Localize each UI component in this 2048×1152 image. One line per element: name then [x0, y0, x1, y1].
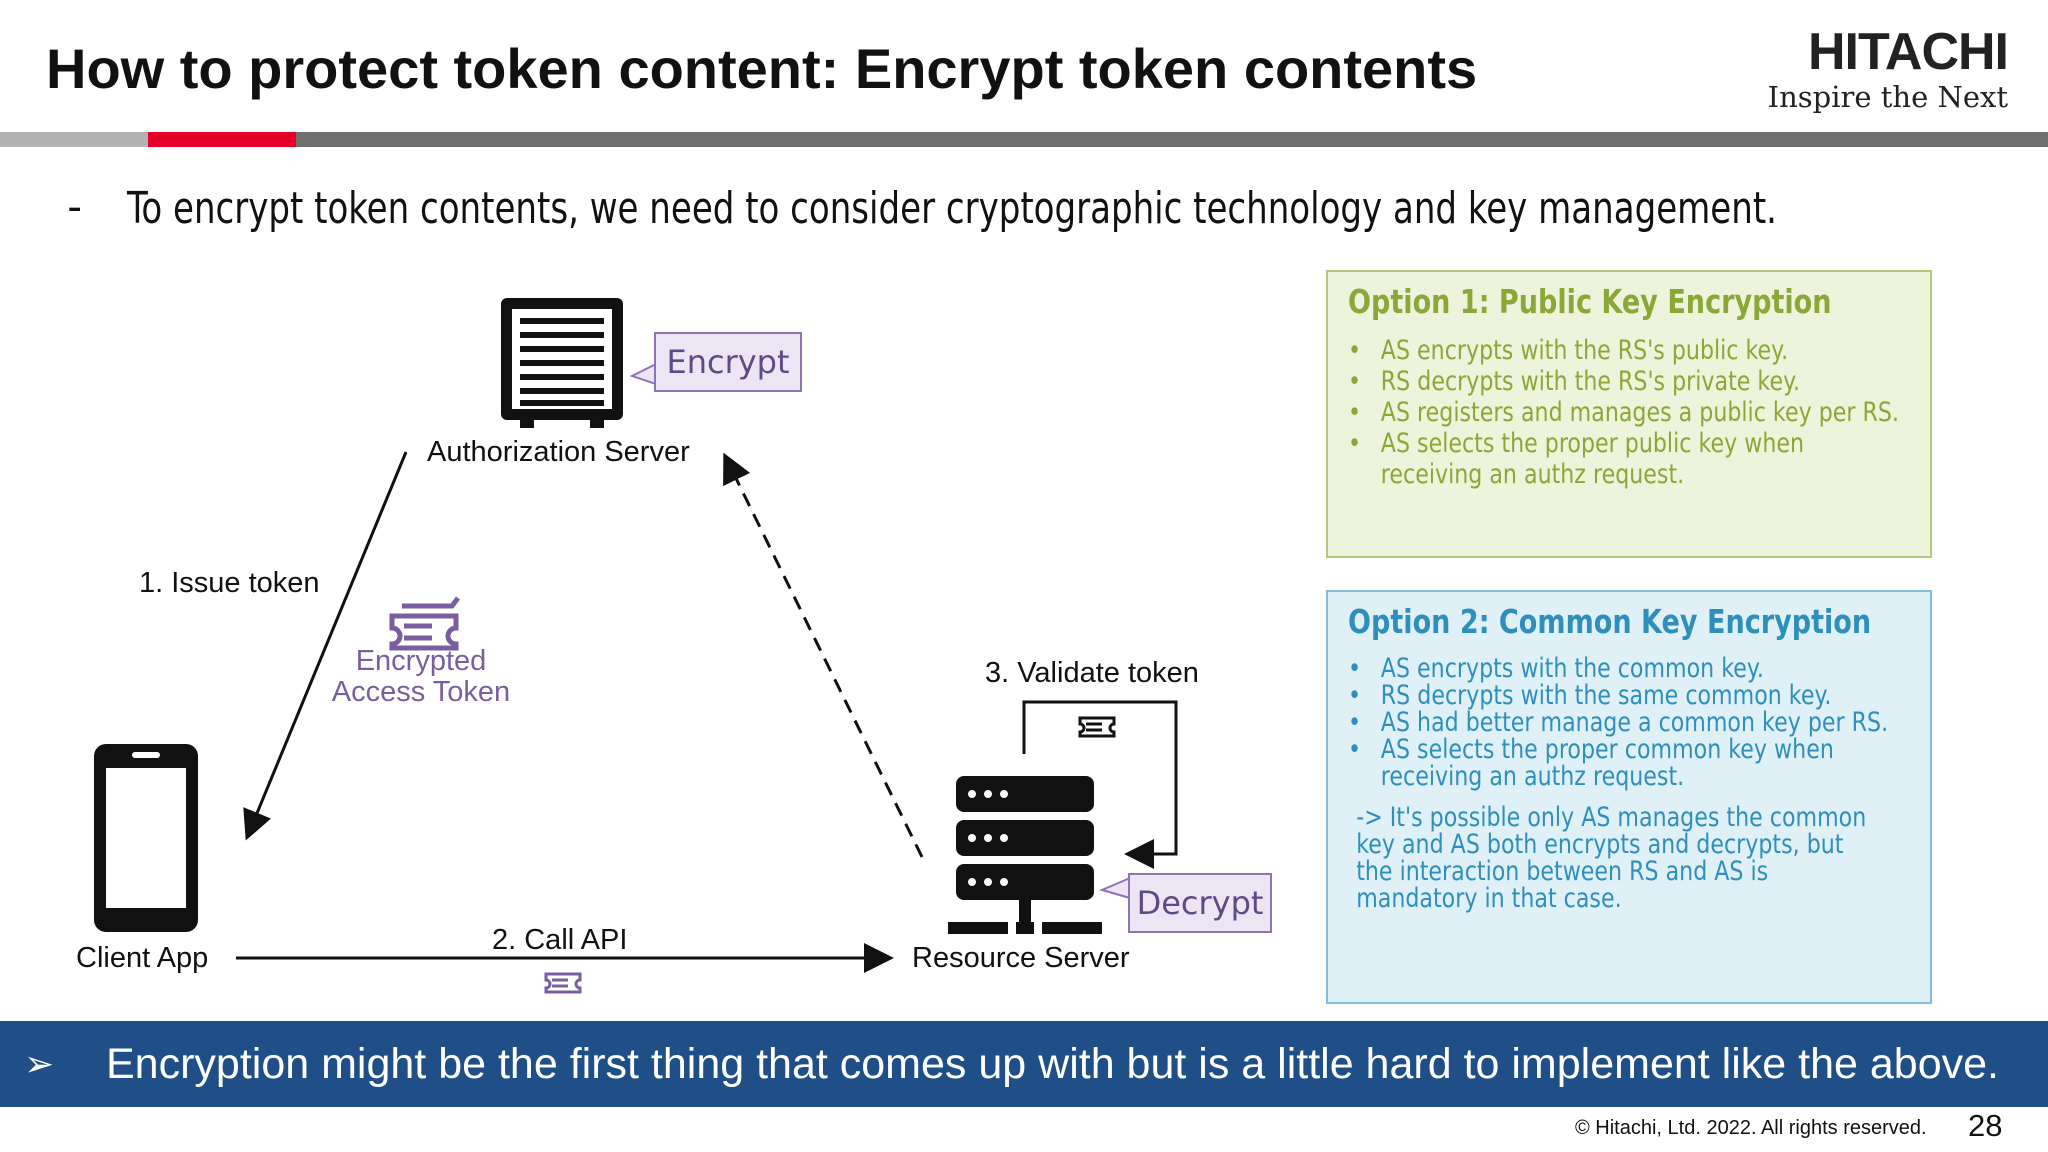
copyright: © Hitachi, Ltd. 2022. All rights reserve…	[1575, 1117, 1927, 1139]
encrypted-token-label-line2: Access Token	[331, 676, 511, 708]
header-rule-accent	[148, 132, 296, 147]
token-icon-validate	[1078, 716, 1116, 738]
option2-item: RS decrypts with the same common key.	[1348, 682, 1906, 709]
option1-item: AS registers and manages a public key pe…	[1348, 397, 1906, 428]
bullet-text: To encrypt token contents, we need to co…	[127, 183, 1778, 234]
option1-item: RS decrypts with the RS's private key.	[1348, 366, 1906, 397]
option2-box: Option 2: Common Key Encryption AS encry…	[1326, 590, 1932, 1004]
client-app-phone-icon	[94, 744, 198, 932]
validate-token-label: 3. Validate token	[985, 657, 1199, 689]
decrypt-callout-tail	[1099, 877, 1131, 899]
encrypted-token-label-line1: Encrypted	[355, 645, 487, 677]
option2-item: AS had better manage a common key per RS…	[1348, 709, 1906, 736]
option1-title: Option 1: Public Key Encryption	[1348, 282, 1832, 321]
option2-item: AS selects the proper common key when re…	[1348, 736, 1906, 790]
option2-list: AS encrypts with the common key. RS decr…	[1348, 655, 1910, 790]
logo-tagline: Inspire the Next	[1767, 80, 2008, 114]
encrypted-token-label: Encrypted Access Token	[316, 646, 526, 708]
resource-server-icon	[948, 776, 1102, 934]
option1-box: Option 1: Public Key Encryption AS encry…	[1326, 270, 1932, 558]
issue-token-label: 1. Issue token	[139, 567, 320, 599]
option2-item: AS encrypts with the common key.	[1348, 655, 1906, 682]
header-rule-light	[0, 132, 148, 147]
option1-list: AS encrypts with the RS's public key. RS…	[1348, 335, 1910, 490]
token-icon-call-api	[544, 972, 582, 994]
call-api-label: 2. Call API	[492, 924, 628, 956]
authorization-server-label: Authorization Server	[427, 436, 690, 468]
banner-text: Encryption might be the first thing that…	[106, 1039, 1999, 1088]
option2-title: Option 2: Common Key Encryption	[1348, 602, 1872, 641]
encrypted-token-icon	[389, 596, 460, 651]
encrypt-callout-tail	[629, 363, 657, 385]
encrypt-callout: Encrypt	[654, 332, 802, 392]
authorization-server-icon	[501, 298, 623, 428]
option1-item: AS selects the proper public key when re…	[1348, 428, 1906, 490]
introspection-arrow	[723, 452, 924, 858]
arrow-bullet-icon: ➢	[24, 1043, 55, 1084]
logo-word: HITACHI	[1807, 23, 2009, 81]
validate-loop-arrow	[1022, 700, 1178, 869]
header-rule	[0, 132, 2048, 147]
page-title: How to protect token content: Encrypt to…	[46, 37, 1478, 100]
bullet-marker: -	[62, 182, 88, 231]
option1-item: AS encrypts with the RS's public key.	[1348, 335, 1906, 366]
summary-banner: ➢ Encryption might be the first thing th…	[0, 1021, 2048, 1107]
client-app-label: Client App	[76, 942, 209, 974]
hitachi-logo: HITACHI Inspire the Next	[1688, 23, 2009, 115]
resource-server-label: Resource Server	[912, 942, 1130, 974]
issue-token-arrow	[243, 451, 408, 841]
page-number: 28	[1968, 1108, 2003, 1143]
option2-note: -> It's possible only AS manages the com…	[1356, 802, 1867, 914]
decrypt-callout: Decrypt	[1128, 873, 1272, 933]
